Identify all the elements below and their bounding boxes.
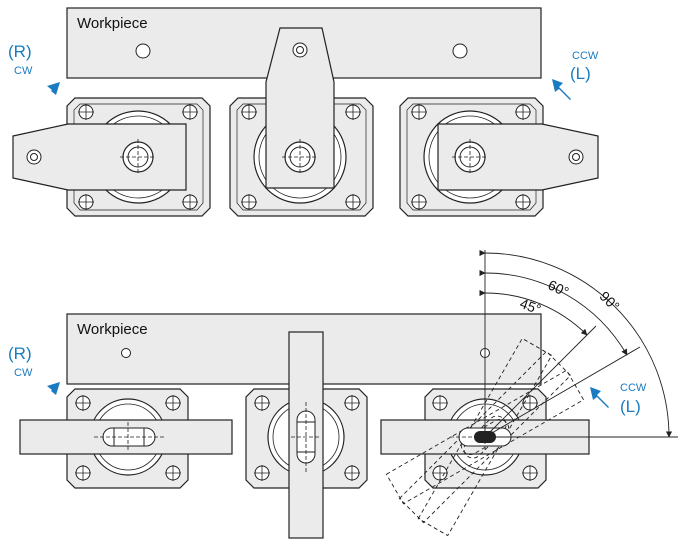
workpiece-hole <box>452 43 468 59</box>
top-left-dir-word: CW <box>14 65 33 77</box>
workpiece-hole <box>135 43 151 59</box>
mounting-hole-icon <box>26 149 42 165</box>
bottom-section: Workpiece <box>8 249 678 539</box>
mounting-hole-icon <box>241 104 361 210</box>
crosshair-icon <box>291 402 321 472</box>
top-section: Workpiece <box>8 7 599 217</box>
top-left-clamp <box>12 97 211 217</box>
crosshair-icon <box>452 139 488 175</box>
top-middle-clamp <box>229 27 374 217</box>
bottom-left-dir-word: CW <box>14 367 33 379</box>
mounting-hole-icon <box>75 395 181 481</box>
crosshair-icon <box>94 422 164 452</box>
mounting-hole-icon <box>78 104 198 210</box>
mounting-hole-icon <box>254 395 360 481</box>
top-left-dir-letter: (R) <box>8 42 32 61</box>
bottom-left-dir-letter: (R) <box>8 344 32 363</box>
crosshair-icon <box>120 139 156 175</box>
workpiece-hole <box>121 348 131 358</box>
mounting-hole-icon <box>568 149 584 165</box>
bottom-right-dir-word: CCW <box>620 382 647 394</box>
bottom-workpiece-label: Workpiece <box>77 321 148 338</box>
top-right-dir-letter: (L) <box>570 64 591 83</box>
top-workpiece-label: Workpiece <box>77 15 148 32</box>
arrow-up-right-icon <box>39 382 60 403</box>
mounting-hole-icon <box>292 42 308 58</box>
top-right-clamp <box>399 97 599 217</box>
crosshair-icon <box>282 139 318 175</box>
angle-45-label: 45° <box>518 295 543 317</box>
angle-60-label: 60° <box>546 277 572 300</box>
top-right-dir-word: CCW <box>572 50 599 62</box>
angle-dimensions <box>479 249 678 438</box>
arrow-up-left-icon <box>590 387 609 408</box>
bottom-right-dir-letter: (L) <box>620 397 641 416</box>
bottom-left-clamp <box>19 388 233 489</box>
mounting-hole-icon <box>411 104 531 210</box>
bottom-middle-clamp <box>245 331 368 539</box>
arrow-up-left-icon <box>552 79 571 100</box>
arrow-up-right-icon <box>39 82 60 103</box>
